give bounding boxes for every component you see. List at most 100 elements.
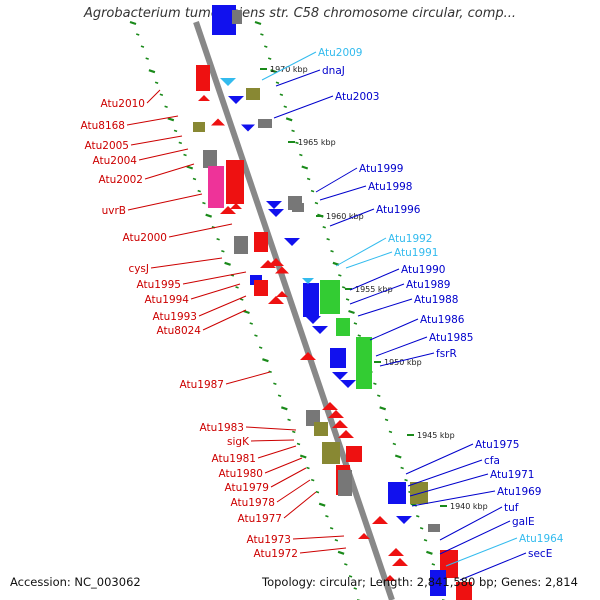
accession-text: Accession: NC_003062 (10, 575, 141, 589)
gene-arrow (220, 78, 236, 86)
track-tick (348, 309, 355, 315)
leader-line (168, 223, 233, 238)
track-tick (243, 309, 250, 315)
kbp-label: 1960 kbp (326, 212, 364, 221)
leader-line (275, 69, 321, 87)
gene-label: cysJ (128, 263, 149, 275)
track-tick (329, 526, 334, 530)
leader-line (138, 148, 189, 161)
gene-label: Atu1991 (394, 247, 439, 259)
gene-label: Atu1975 (475, 439, 520, 451)
kbp-label: 1940 kbp (450, 502, 488, 511)
leader-line (411, 490, 496, 507)
gene-label: Atu1986 (420, 314, 465, 326)
track-tick (277, 394, 282, 398)
gene-box (430, 570, 446, 596)
kbp-label: 1955 kbp (355, 285, 393, 294)
gene-box (322, 442, 340, 464)
gene-box (456, 582, 472, 600)
track-tick (377, 394, 381, 398)
gene-label: Atu1999 (359, 163, 404, 175)
leader-line (349, 268, 400, 291)
gene-box (208, 166, 224, 208)
gene-box (388, 482, 406, 504)
gene-label: Atu1972 (254, 548, 299, 560)
gene-label: Atu2010 (101, 98, 146, 110)
leader-line (439, 506, 503, 541)
gene-arrow (332, 420, 348, 428)
gene-arrow (198, 95, 210, 101)
leader-line (335, 237, 387, 267)
track-tick (384, 418, 389, 422)
gene-label: Atu8168 (81, 120, 126, 132)
track-tick (344, 563, 348, 566)
gene-label: Atu1987 (180, 379, 225, 391)
leader-line (245, 426, 297, 431)
gene-arrow (340, 380, 356, 388)
track-tick (258, 346, 263, 349)
track-tick (270, 69, 277, 74)
gene-box (193, 122, 205, 132)
gene-label: Atu1994 (145, 294, 190, 306)
leader-line (459, 552, 527, 581)
gene-box (338, 470, 352, 496)
track-tick (164, 105, 168, 109)
track-tick (267, 57, 272, 60)
label-leaders (126, 51, 527, 581)
track-tick (140, 45, 145, 48)
track-tick (285, 117, 293, 122)
gene-arrow (332, 372, 348, 380)
gene-arrow (268, 296, 284, 304)
gene-box (226, 160, 244, 204)
kbp-label: 1965 kbp (298, 138, 336, 147)
gene-box (336, 318, 350, 336)
gene-label: Atu2004 (93, 155, 138, 167)
leader-line (127, 193, 203, 211)
gene-box (254, 232, 268, 252)
gene-box (346, 446, 362, 462)
gene-label: Atu1979 (225, 482, 270, 494)
gene-label: Atu1998 (368, 181, 413, 193)
track-tick (357, 334, 362, 337)
leader-line (345, 251, 393, 269)
gene-box (428, 524, 440, 532)
gene-box (254, 280, 268, 296)
gene-label: sigK (227, 436, 250, 448)
gene-label: dnaJ (322, 65, 345, 77)
gene-box (234, 236, 248, 254)
gene-label: Atu1993 (153, 311, 198, 323)
leader-line (225, 371, 271, 385)
track-tick (353, 587, 358, 590)
track-tick (299, 153, 303, 157)
gene-label: Atu1973 (247, 534, 292, 546)
gene-labels: Atu2010Atu8168Atu2005Atu2004Atu2002uvrBA… (81, 47, 564, 560)
track-tick (295, 141, 299, 145)
track-tick (254, 334, 258, 337)
gene-arrow (358, 533, 370, 539)
leader-line (439, 520, 511, 555)
track-tick (388, 430, 393, 434)
gene-label: tuf (504, 502, 519, 514)
leader-line (144, 163, 195, 180)
leader-line (150, 257, 223, 269)
gene-box (258, 119, 272, 128)
leader-line (357, 298, 413, 317)
track-tick (431, 563, 436, 566)
leader-line (250, 439, 295, 442)
gene-box (314, 422, 328, 436)
gene-label: Atu1989 (406, 279, 451, 291)
chromosome-backbone (193, 21, 395, 600)
track-tick (394, 454, 402, 459)
gene-box (196, 65, 210, 91)
track-tick (145, 57, 149, 60)
track-tick (419, 526, 424, 530)
track-tick (254, 20, 262, 26)
gene-arrow (230, 203, 242, 209)
track-tick (310, 189, 315, 193)
track-tick (325, 514, 329, 518)
gene-label: Atu8024 (157, 325, 202, 337)
leader-line (319, 185, 367, 201)
track-tick (379, 406, 387, 411)
leader-line (182, 271, 247, 285)
